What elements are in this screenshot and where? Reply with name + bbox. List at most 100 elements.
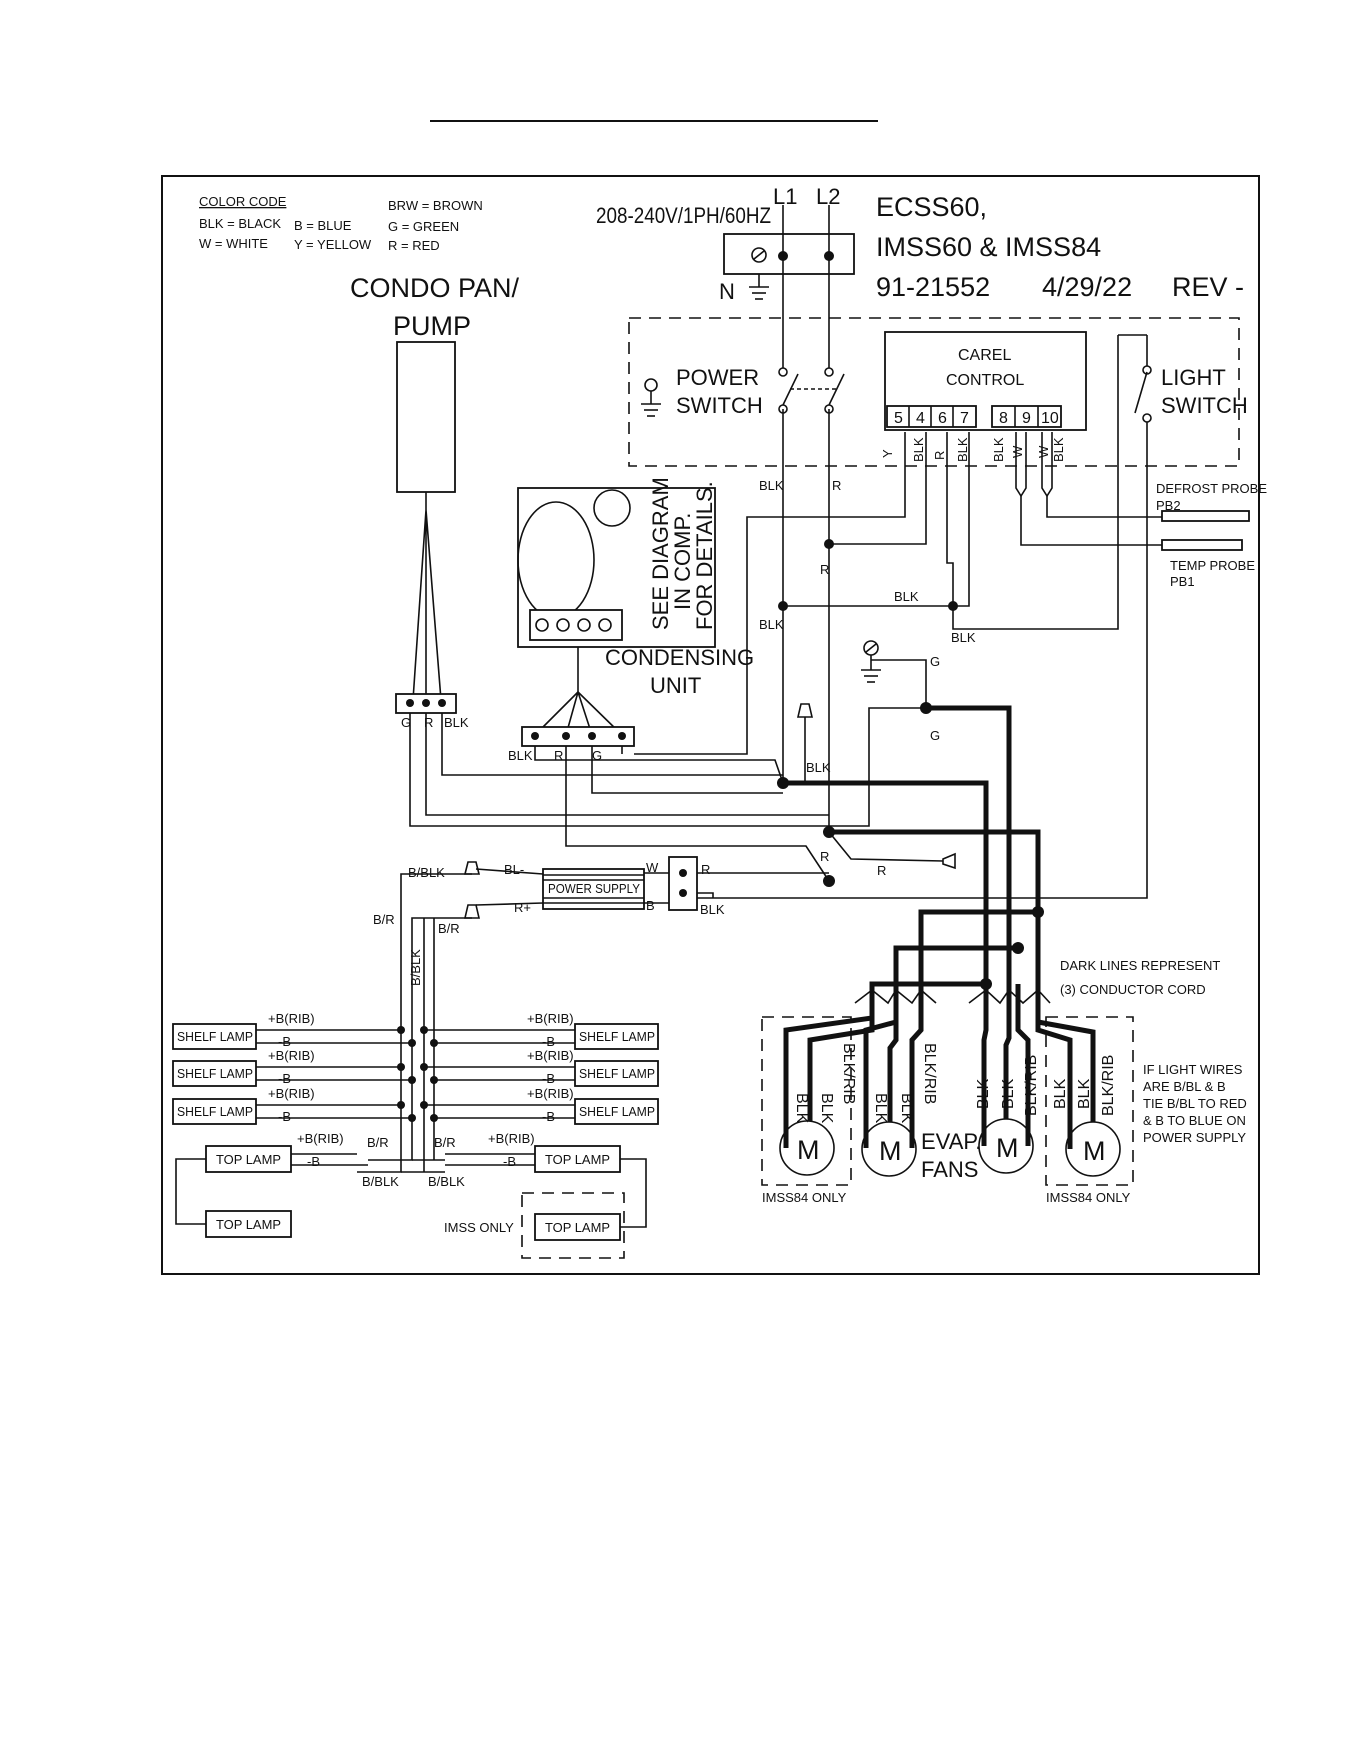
shelf-lamp-left-1 — [172, 1023, 257, 1050]
revision: REV - — [1172, 272, 1244, 302]
top-pin-plus-r: +B(RIB) — [488, 1131, 535, 1146]
imss84-only-right-box — [1045, 1016, 1134, 1186]
color-code-legend: COLOR CODE BLK = BLACK B = BLUE W = WHIT… — [199, 194, 483, 253]
wire-label-r-l2: R — [832, 478, 841, 493]
carel-label-1: CAREL — [958, 347, 1011, 364]
wire-label-r-junction: R — [820, 849, 829, 864]
frame-ground-icon — [861, 640, 881, 683]
defrost-probe — [1161, 510, 1250, 522]
fan4-wire-blk-b: BLK — [1076, 1078, 1093, 1109]
wire-label-blk-junction: BLK — [806, 760, 831, 775]
top-wire-b-blk-l: B/BLK — [362, 1174, 399, 1189]
wire-label-blk-lower: BLK — [951, 630, 976, 645]
top-pin-minus-r: -B — [503, 1154, 516, 1169]
pin-plus-r2: +B(RIB) — [527, 1048, 574, 1063]
lamp-wire-b-blk: B/BLK — [408, 865, 445, 880]
cord-strain-relief — [854, 988, 1051, 1005]
shelf-lamp-right-1-label: SHELF LAMP — [579, 1029, 655, 1044]
ps-wire-w: W — [646, 860, 659, 875]
wire-label-blk-left: BLK — [759, 617, 784, 632]
comp-note-3: FOR DETAILS. — [692, 481, 717, 630]
shelf-lamps-right: SHELF LAMP SHELF LAMP SHELF LAMP — [574, 1023, 659, 1125]
carel-terminal-6: 6 — [938, 410, 947, 427]
light-wire-note-2: ARE B/BL & B — [1143, 1079, 1226, 1094]
power-supply-label: POWER SUPPLY — [548, 881, 640, 896]
light-switch — [1118, 334, 1152, 423]
light-switch-label-2: SWITCH — [1161, 393, 1248, 418]
fan1-wire-blk-a: BLK — [793, 1093, 810, 1124]
carel-wire-y: Y — [880, 449, 895, 458]
temp-probe — [1161, 539, 1243, 551]
comp-note-2: IN COMP. — [670, 513, 695, 610]
condensing-connector — [521, 726, 635, 747]
ps-wire-blk: BLK — [700, 902, 725, 917]
neutral-label: N — [719, 279, 735, 304]
fan-motor-1-label: M — [797, 1135, 820, 1165]
carel-terminal-8: 8 — [999, 410, 1008, 427]
shelf-lamp-left-2-label: SHELF LAMP — [177, 1066, 253, 1081]
carel-wire-blk-10: BLK — [1051, 437, 1066, 462]
legend-brw: BRW = BROWN — [388, 198, 483, 213]
evap-fans-label-2: FANS — [921, 1157, 978, 1182]
power-switch — [778, 367, 845, 414]
top-lamp-left-2-label: TOP LAMP — [216, 1217, 281, 1232]
condo-wire-blk: BLK — [444, 715, 469, 730]
top-lamp-right-1-label: TOP LAMP — [545, 1152, 610, 1167]
wire-nut-right-icon — [828, 831, 956, 870]
pin-minus-l3: -B — [278, 1109, 291, 1124]
shelf-lamp-right-2 — [574, 1060, 659, 1087]
condo-pump — [396, 341, 456, 493]
cu-wire-r: R — [554, 748, 563, 763]
carel-label-2: CONTROL — [946, 372, 1024, 389]
lamp-wire-b-r-right: B/R — [438, 921, 460, 936]
imss84-only-left-label: IMSS84 ONLY — [762, 1190, 847, 1205]
ground-icon — [749, 274, 769, 300]
part-number: 91-21552 — [876, 272, 990, 302]
fan4-wire-blk-rib: BLK/RIB — [1100, 1055, 1117, 1116]
temp-probe-label-2: PB1 — [1170, 574, 1195, 589]
carel-wire-blk-7: BLK — [955, 437, 970, 462]
terminal-block — [723, 233, 855, 275]
top-wire-b-r-r: B/R — [434, 1135, 456, 1150]
diagram-frame — [161, 175, 1260, 1275]
pin-minus-r3: -B — [542, 1109, 555, 1124]
shelf-lamp-right-3-label: SHELF LAMP — [579, 1104, 655, 1119]
panel-ground-icon — [641, 378, 661, 417]
wire-label-g-mid: G — [930, 728, 940, 743]
carel-terminal-10: 10 — [1041, 410, 1059, 427]
fan-leads — [783, 984, 1096, 1149]
legend-b: B = BLUE — [294, 218, 352, 233]
fan2-wire-blk-a: BLK — [872, 1093, 889, 1124]
wire-label-blk-mid: BLK — [894, 589, 919, 604]
imss-only-label: IMSS ONLY — [444, 1220, 514, 1235]
fan1-wire-blk-b: BLK — [818, 1093, 835, 1124]
power-switch-label-2: SWITCH — [676, 393, 763, 418]
cu-wire-blk: BLK — [508, 748, 533, 763]
light-wire-note-1: IF LIGHT WIRES — [1143, 1062, 1243, 1077]
pin-plus-r3: +B(RIB) — [527, 1086, 574, 1101]
carel-wire-w-9b: W — [1036, 445, 1051, 458]
shelf-lamps-left: SHELF LAMP SHELF LAMP SHELF LAMP — [172, 1023, 257, 1125]
defrost-probe-label-1: DEFROST PROBE — [1156, 481, 1267, 496]
wire-label-blk-l1: BLK — [759, 478, 784, 493]
carel-wire-blk-8: BLK — [991, 437, 1006, 462]
temp-probe-label-1: TEMP PROBE — [1170, 558, 1255, 573]
light-wire-note-4: & B TO BLUE ON — [1143, 1113, 1246, 1128]
shelf-lamp-right-2-label: SHELF LAMP — [579, 1066, 655, 1081]
condensing-label-1: CONDENSING — [605, 645, 754, 670]
pin-minus-l1: -B — [278, 1034, 291, 1049]
top-wire-b-r-l: B/R — [367, 1135, 389, 1150]
shelf-lamp-right-1 — [574, 1023, 659, 1050]
model-line2: IMSS60 & IMSS84 — [876, 232, 1101, 262]
control-panel-enclosure — [628, 317, 1240, 467]
power-supply-connector — [668, 856, 698, 911]
l2-label: L2 — [816, 184, 840, 209]
ps-wire-r-plus: R+ — [514, 900, 531, 915]
legend-w: W = WHITE — [199, 236, 268, 251]
top-pin-plus-l: +B(RIB) — [297, 1131, 344, 1146]
top-lamp-right-1 — [534, 1145, 621, 1173]
condo-label-2: PUMP — [393, 311, 471, 341]
pin-minus-r2: -B — [542, 1071, 555, 1086]
top-lamp-right-2-label: TOP LAMP — [545, 1220, 610, 1235]
